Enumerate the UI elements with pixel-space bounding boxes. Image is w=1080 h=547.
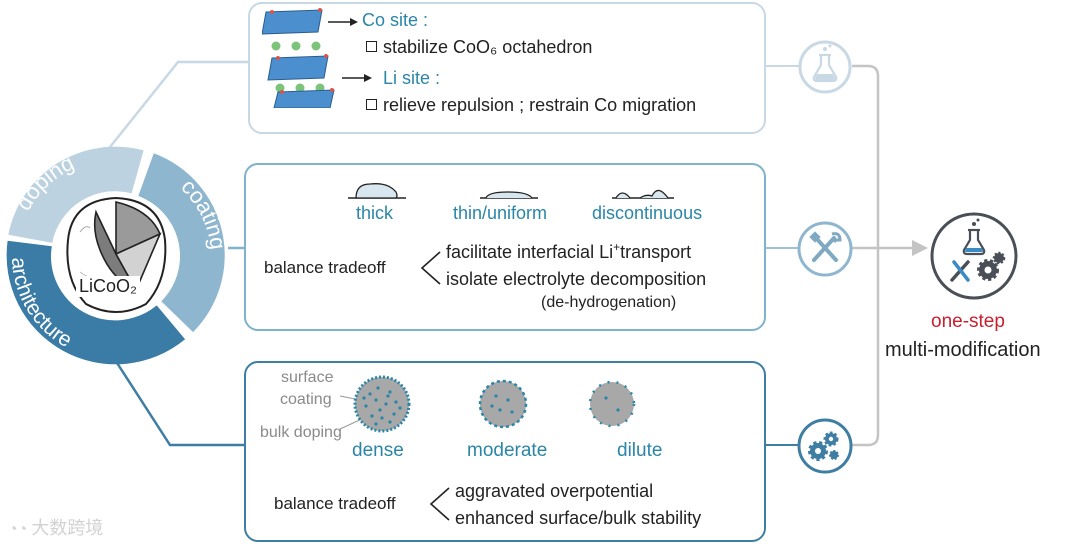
- thick-coating-icon: [355, 183, 398, 199]
- dense-particle-icon: [353, 375, 411, 433]
- coating-type-thick: thick: [356, 203, 394, 223]
- li-site-effect: relieve repulsion ; restrain Co migratio…: [366, 95, 696, 116]
- co-site-title: Co site :: [362, 10, 429, 30]
- arch-effect-1: aggravated overpotential: [455, 481, 654, 501]
- checkbox-icon: [366, 99, 377, 110]
- moderate-particle-icon: [478, 379, 528, 429]
- merge-line: [852, 64, 880, 447]
- crystal-structure-icon: [262, 8, 372, 108]
- result-line-1: one-step: [931, 311, 1005, 332]
- coating-type-discontinuous: discontinuous: [592, 203, 703, 223]
- arrow-head-icon: [912, 240, 928, 256]
- discontinuous-coating-icon: [615, 189, 669, 199]
- coating-type-thin: thin/uniform: [453, 203, 548, 223]
- arch-tradeoff-label: balance tradeoff: [274, 494, 396, 513]
- core-label: LiCoO₂: [76, 276, 141, 297]
- co-site-effect: stabilize CoO₆ octahedron: [366, 37, 592, 58]
- one-step-icon: [930, 212, 1018, 300]
- checkbox-icon: [366, 41, 377, 52]
- connector-architecture: [108, 351, 244, 447]
- tools-icon: [797, 221, 853, 277]
- label-surface: surface: [281, 369, 334, 386]
- dilute-particle-icon: [588, 380, 636, 428]
- gears-icon: [797, 418, 853, 474]
- flask-icon: [798, 40, 852, 94]
- li-site-title: Li site :: [383, 68, 441, 88]
- watermark: ◔◔大数跨境: [8, 518, 104, 538]
- thin-coating-icon: [485, 191, 533, 199]
- ring-segment-coating: [138, 153, 225, 333]
- doping-panel: [248, 2, 766, 134]
- arch-effect-2: enhanced surface/bulk stability: [455, 508, 702, 528]
- watermark-logo-icon: ◔◔: [8, 521, 28, 538]
- coating-effect-1: facilitate interfacial Li+transport: [446, 240, 692, 262]
- coating-tradeoff-label: balance tradeoff: [264, 258, 386, 277]
- method-ring: doping coating architecture: [6, 146, 231, 365]
- bracket-icon: [429, 487, 450, 521]
- ring-segment-doping: [8, 146, 144, 243]
- coating-effect-2-note: (de-hydrogenation): [541, 294, 677, 311]
- result-line-2: multi-modification: [885, 339, 1041, 361]
- connector-doping: [105, 60, 248, 153]
- bracket-icon: [420, 251, 441, 285]
- coating-morphology-icons: [348, 183, 674, 199]
- arch-type-dense: dense: [352, 440, 404, 461]
- coating-panel: [244, 163, 766, 331]
- ring-segment-architecture: [6, 240, 186, 365]
- label-bulk-doping: bulk doping: [260, 424, 342, 441]
- arch-type-dilute: dilute: [617, 440, 663, 461]
- particle-distribution-icons: [339, 375, 636, 433]
- label-coating: coating: [280, 391, 332, 408]
- coating-effect-2: isolate electrolyte decomposition: [446, 269, 707, 289]
- arch-type-moderate: moderate: [467, 440, 548, 461]
